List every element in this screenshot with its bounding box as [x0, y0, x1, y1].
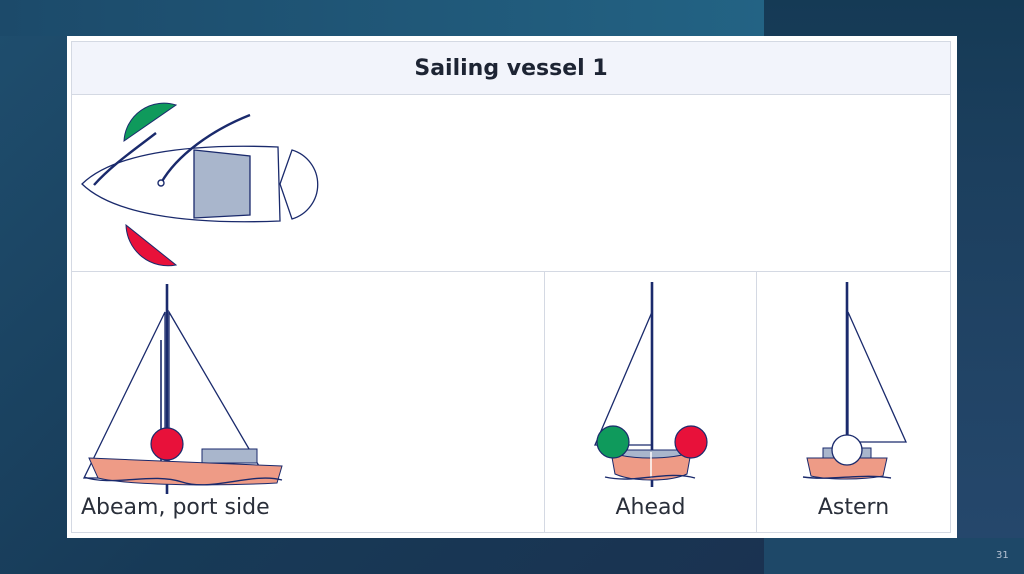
waterline-ahead	[604, 474, 696, 480]
green-sidelight-sector	[123, 102, 178, 142]
waterline	[83, 476, 283, 486]
red-sidelight-sector	[125, 223, 178, 267]
sail-astern	[847, 311, 908, 443]
background-band	[0, 0, 764, 36]
boom-line	[93, 132, 157, 186]
diagram-table: Sailing vessel 1	[71, 41, 951, 533]
waterline-astern	[802, 475, 892, 479]
red-sidelight	[150, 427, 184, 461]
caption-abeam: Abeam, port side	[81, 495, 270, 520]
table-header: Sailing vessel 1	[72, 42, 950, 95]
abeam-view-cell: Abeam, port side	[72, 272, 545, 532]
diagram-title: Sailing vessel 1	[414, 55, 608, 81]
astern-diagram	[802, 282, 908, 480]
sail-line	[159, 113, 251, 184]
ahead-view-cell: Ahead	[545, 272, 757, 532]
hull-rear	[806, 457, 888, 480]
ahead-diagram	[594, 282, 708, 487]
red-sidelight-ahead	[674, 425, 708, 459]
green-sidelight	[596, 425, 630, 459]
stern-light-sector	[279, 149, 319, 220]
slide-number: 31	[996, 550, 1009, 561]
mast-top	[157, 179, 165, 187]
top-view-diagram	[81, 102, 319, 267]
stern-light	[831, 434, 863, 466]
astern-view-cell: Astern	[757, 272, 950, 532]
cabin-side	[201, 448, 258, 464]
caption-astern: Astern	[817, 495, 890, 520]
top-view-cell	[72, 95, 950, 272]
background-panel-bottom	[764, 538, 1024, 574]
mainsail	[82, 311, 166, 479]
abeam-diagram	[82, 284, 283, 494]
caption-ahead: Ahead	[615, 495, 686, 520]
hull-side	[88, 457, 283, 486]
cabin-top	[193, 149, 251, 219]
diagram-card: Sailing vessel 1	[67, 36, 957, 538]
sail-ahead	[594, 311, 653, 446]
